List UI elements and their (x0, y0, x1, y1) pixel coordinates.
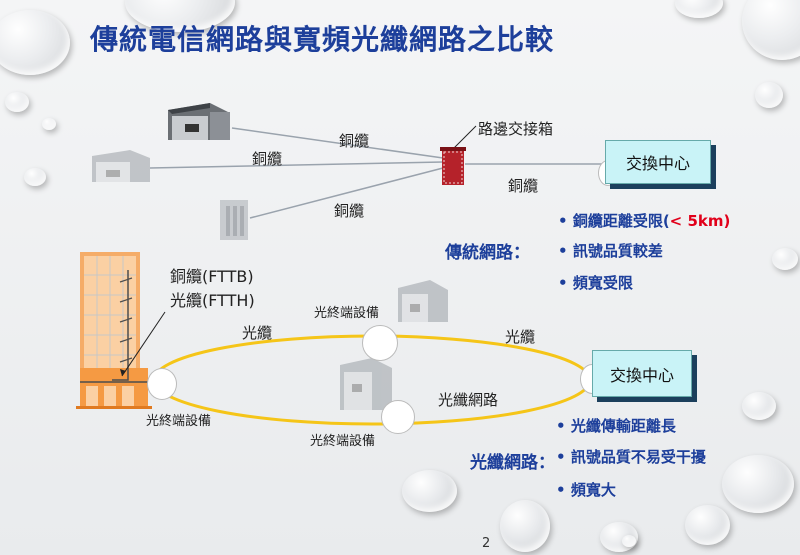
copper-cable-label: 銅纜 (508, 177, 539, 195)
fiber-bullet: • 頻寬大 (556, 481, 616, 499)
water-drop (622, 535, 636, 547)
onu-label: 光終端設備 (314, 306, 380, 321)
exchange-center-box: 交換中心 (592, 350, 692, 397)
traditional-network-heading: 傳統網路： (445, 243, 530, 263)
house-icon (168, 103, 230, 140)
water-drop (742, 392, 776, 420)
water-drop (755, 82, 783, 108)
house-icon (92, 150, 150, 182)
water-drop (675, 0, 723, 18)
street-cabinet-icon (440, 147, 466, 185)
fiber-bullet: • 訊號品質不易受干擾 (556, 448, 706, 466)
water-drop (0, 10, 70, 75)
page-number: 2 (482, 536, 491, 551)
traditional-bullet: • 訊號品質較差 (558, 242, 663, 260)
copper-cable-label: 銅纜 (334, 202, 365, 220)
copper-cable-label: 銅纜 (339, 132, 370, 150)
water-drop (402, 470, 457, 512)
cabinet-callout (453, 125, 477, 149)
fiber-network-heading: 光纖網路： (470, 453, 555, 473)
water-drop (5, 92, 29, 112)
water-drop (500, 500, 550, 552)
traditional-bullet: • 銅纜距離受限(< 5km) (558, 212, 731, 230)
traditional-bullet: • 頻寬受限 (558, 274, 633, 292)
house-icon (398, 280, 448, 322)
exchange-center-box: 交換中心 (605, 140, 711, 184)
page-title: 傳統電信網路與寬頻光纖網路之比較 (90, 23, 555, 56)
apartment-building-icon (220, 200, 248, 240)
fttb-label: 銅纜(FTTB) (170, 267, 254, 286)
water-drop (685, 505, 730, 545)
fiber-bullet: • 光纖傳輸距離長 (556, 417, 676, 435)
copper-cable-label: 銅纜 (252, 150, 283, 168)
onu-device (381, 400, 415, 434)
cabinet-label: 路邊交接箱 (478, 120, 554, 138)
onu-label: 光終端設備 (310, 434, 376, 449)
onu-device (147, 368, 177, 400)
ftth-label: 光纜(FTTH) (170, 291, 255, 310)
water-drop (24, 168, 46, 186)
copper-cables (149, 127, 605, 219)
onu-label: 光終端設備 (146, 414, 212, 429)
house-icon (340, 358, 392, 410)
exchange-center-label: 交換中心 (625, 154, 690, 173)
water-drop (722, 455, 794, 513)
exchange-center-label: 交換中心 (609, 365, 674, 385)
office-building-icon (76, 252, 166, 409)
fiber-cable-label: 光纜 (505, 328, 536, 346)
fiber-cable-label: 光纜 (242, 324, 273, 342)
water-drop (42, 118, 56, 130)
fiber-network-label: 光纖網路 (438, 391, 499, 409)
distance-limit-text: < 5km) (669, 212, 731, 230)
water-drop (772, 248, 798, 270)
onu-device (362, 325, 398, 361)
